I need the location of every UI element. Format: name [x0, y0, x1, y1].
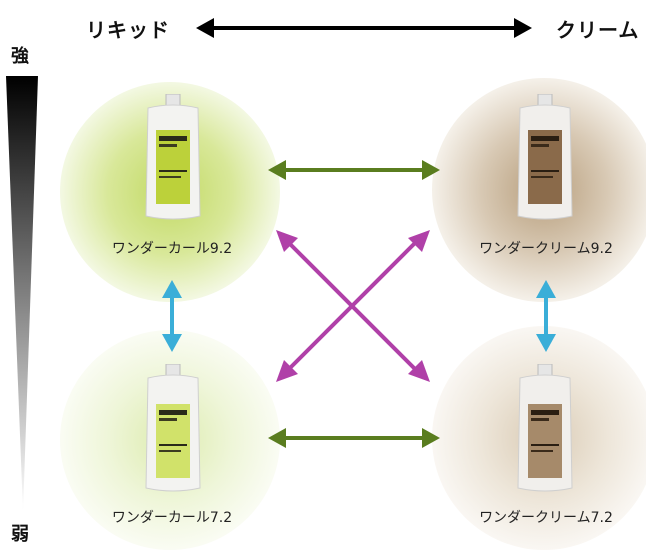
horizontal-arrow-bottom	[268, 428, 440, 448]
liquid-cream-axis-arrow	[196, 18, 532, 38]
pouch-curl-7-2	[145, 364, 201, 492]
vertical-arrow-left	[162, 280, 182, 352]
product-name-cream-7-2: ワンダークリーム7.2	[479, 510, 613, 526]
product-name-curl-9-2: ワンダーカール9.2	[111, 241, 233, 257]
strength-strong-label: 強	[11, 46, 29, 67]
product-name-curl-7-2: ワンダーカール7.2	[111, 510, 233, 526]
horizontal-arrow-top	[268, 160, 440, 180]
pouch-cream-7-2	[517, 364, 573, 492]
product-name-cream-9-2: ワンダークリーム9.2	[479, 241, 613, 257]
liquid-axis-label: リキッド	[86, 18, 170, 42]
cream-axis-label: クリーム	[556, 18, 640, 42]
pouch-curl-9-2	[145, 94, 201, 220]
vertical-arrow-right	[536, 280, 556, 352]
diagonal-arrow-up-right	[276, 230, 430, 382]
strength-gradient-bar	[6, 76, 38, 512]
pouch-cream-9-2	[517, 94, 573, 220]
